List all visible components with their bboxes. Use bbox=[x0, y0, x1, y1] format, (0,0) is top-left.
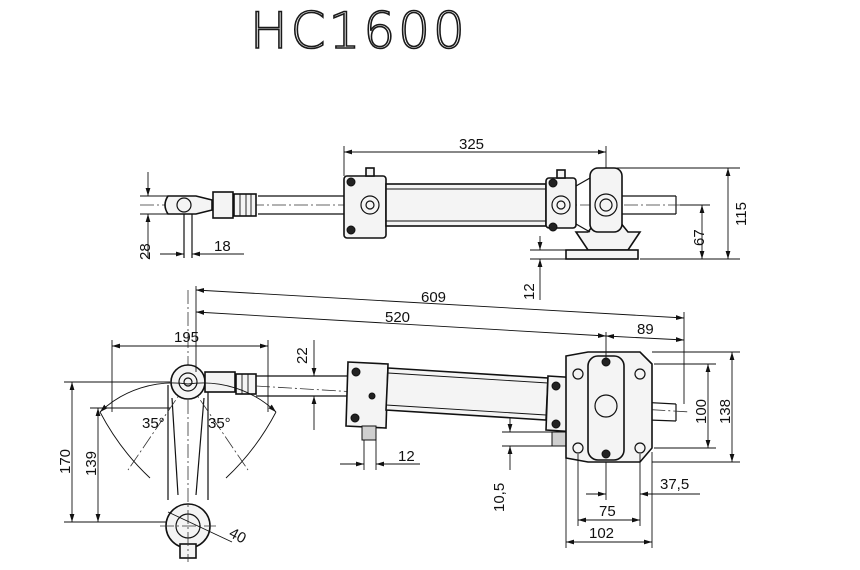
dim-195: 195 bbox=[174, 329, 199, 346]
dim-100: 100 bbox=[693, 399, 710, 424]
dim-102: 102 bbox=[589, 525, 614, 542]
tiller-arm bbox=[127, 290, 249, 562]
dim-10-5: 10,5 bbox=[491, 483, 508, 512]
dim-609: 609 bbox=[421, 289, 446, 306]
dim-40: 40 bbox=[226, 525, 249, 548]
dim-28: 28 bbox=[137, 243, 154, 260]
dim-12-bottom: 12 bbox=[398, 448, 415, 465]
dim-12-top: 12 bbox=[521, 283, 538, 300]
dim-35-left: 35° bbox=[142, 415, 165, 432]
dim-139: 139 bbox=[83, 451, 100, 476]
dim-520: 520 bbox=[385, 309, 410, 326]
dim-138: 138 bbox=[717, 399, 734, 424]
dim-170: 170 bbox=[57, 449, 74, 474]
dim-18-top: 18 bbox=[214, 238, 231, 255]
dim-75: 75 bbox=[599, 503, 616, 520]
drawing-title: HC1600 bbox=[249, 1, 468, 61]
dim-35-right: 35° bbox=[208, 415, 231, 432]
cylinder-plan bbox=[345, 361, 581, 447]
dim-67: 67 bbox=[691, 229, 708, 246]
dim-325: 325 bbox=[459, 136, 484, 153]
dim-37-5: 37,5 bbox=[660, 476, 689, 493]
rod-end-plan bbox=[170, 364, 257, 400]
dim-22: 22 bbox=[294, 347, 311, 364]
plan-view bbox=[127, 290, 691, 562]
side-view bbox=[140, 167, 690, 260]
dim-89: 89 bbox=[637, 321, 654, 338]
dim-115: 115 bbox=[733, 202, 750, 226]
rod-end-top bbox=[164, 191, 257, 258]
mount-bracket-top bbox=[565, 167, 642, 260]
plan-view-dimensions: 609 520 89 195 22 35° 35° bbox=[57, 286, 740, 548]
cylinder-top bbox=[343, 167, 577, 239]
mount-plate-plan bbox=[565, 351, 653, 463]
